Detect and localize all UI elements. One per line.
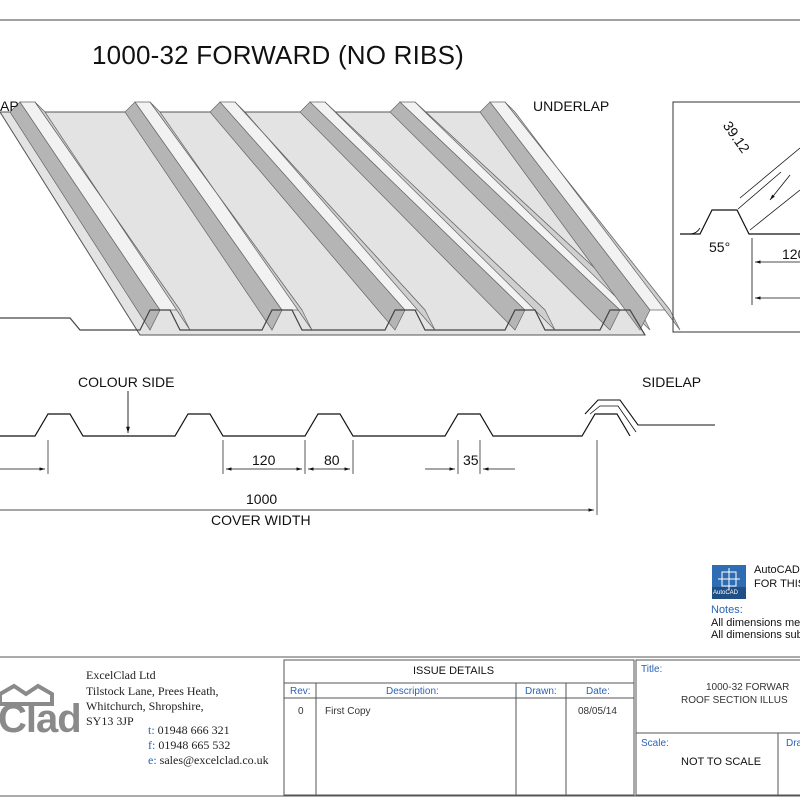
issue-details-heading: ISSUE DETAILS [413, 665, 495, 677]
title-line-2: ROOF SECTION ILLUS [681, 695, 788, 706]
company-tel[interactable]: t: 01948 666 321 [148, 723, 230, 738]
scale-label: Scale: [641, 738, 669, 749]
company-address-3: SY13 3JP [86, 714, 134, 728]
underlap-label: UNDERLAP [533, 98, 610, 114]
notes-heading: Notes: [711, 604, 743, 616]
fax-prefix: f: [148, 738, 156, 752]
company-email[interactable]: e: sales@excelclad.co.uk [148, 753, 269, 768]
issue-row-date: 08/05/14 [578, 706, 617, 717]
sheet-3d-illustration [0, 101, 681, 336]
company-address-1: Tilstock Lane, Prees Heath, [86, 684, 219, 698]
drawing-title: 1000-32 FORWARD (NO RIBS) [92, 40, 464, 70]
autocad-note-line2: FOR THIS [754, 578, 800, 590]
dim-120: 120 [252, 452, 276, 468]
autocad-badge-text: AutoCAD [713, 590, 739, 596]
issue-row-description: First Copy [325, 706, 371, 717]
notes-line2: All dimensions subj [711, 629, 800, 641]
company-fax: f: 01948 665 532 [148, 738, 230, 753]
sidelap-label: SIDELAP [642, 374, 702, 390]
sheet-rib-side [504, 101, 681, 331]
excelclad-logo [0, 683, 54, 706]
scale-value: NOT TO SCALE [681, 756, 762, 768]
tel-number: 01948 666 321 [157, 723, 230, 737]
title-label: Title: [641, 664, 663, 675]
section-profile [0, 391, 715, 515]
issue-col-description: Description: [386, 686, 439, 697]
fax-number: 01948 665 532 [158, 738, 231, 752]
email-address: sales@excelclad.co.uk [159, 753, 269, 767]
company-name: ExcelClad Ltd [86, 668, 156, 682]
company-logo-text: Clad [0, 697, 82, 741]
sheet-rib-side [414, 101, 651, 331]
company-address-2: Whitchurch, Shropshire, [86, 699, 204, 713]
overlap-label: AP [0, 98, 19, 114]
colour-side-label: COLOUR SIDE [78, 374, 175, 390]
dim-35: 35 [463, 452, 479, 468]
issue-row-rev: 0 [298, 706, 304, 717]
tel-prefix: t: [148, 723, 155, 737]
detail-angle-55: 55° [709, 239, 731, 255]
issue-col-drawn: Drawn: [525, 686, 557, 697]
dim-80: 80 [324, 452, 340, 468]
dim-1000: 1000 [246, 491, 278, 507]
detail-dim-120: 120 [782, 246, 800, 262]
cover-width-label: COVER WIDTH [211, 512, 311, 528]
rib-detail-box [672, 101, 800, 333]
notes-line1: All dimensions mea [711, 617, 800, 629]
autocad-note-line1: AutoCAD [754, 564, 800, 576]
issue-col-date: Date: [586, 686, 610, 697]
autocad-logo [712, 565, 746, 599]
email-prefix: e: [148, 753, 157, 767]
title-block-frame [0, 656, 800, 797]
issue-col-rev: Rev: [290, 686, 311, 697]
drawn-label: Dra [786, 738, 800, 749]
title-line-1: 1000-32 FORWAR [706, 682, 790, 693]
